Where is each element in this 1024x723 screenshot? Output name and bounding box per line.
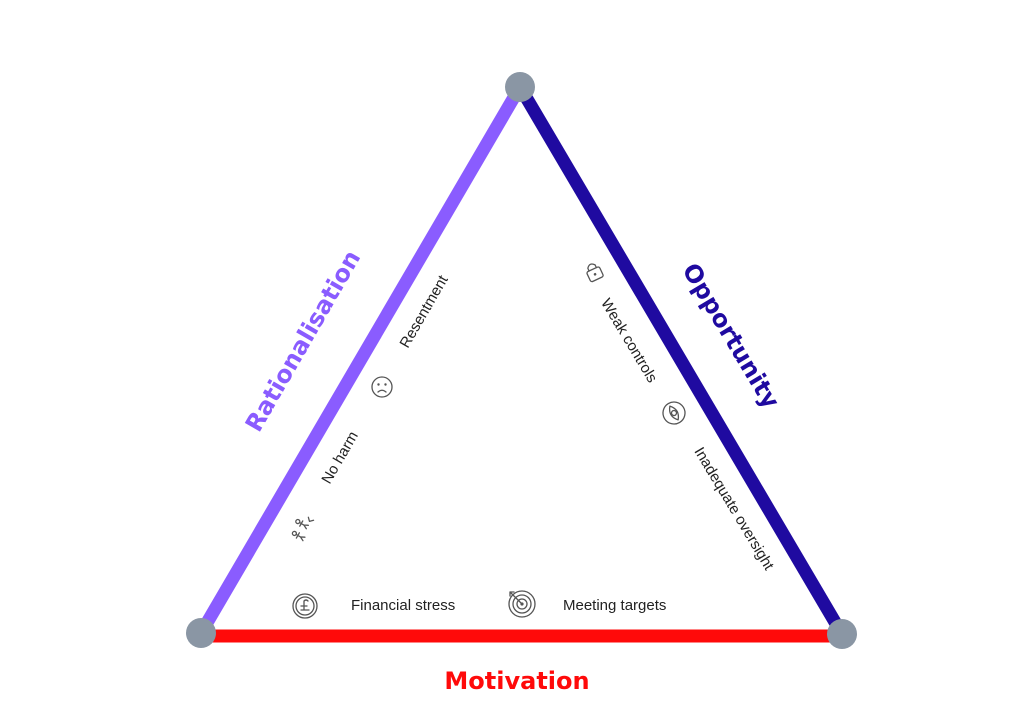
bottom-right-vertex-dot: [827, 619, 857, 649]
rationalisation-factor-label: No harm: [318, 429, 361, 487]
padlock-icon: [586, 263, 604, 283]
opportunity-side-line: [514, 83, 848, 638]
rationalisation-title: Rationalisation: [240, 246, 366, 437]
scattered-people-icon: [291, 516, 315, 542]
motivation-factor-label: Financial stress: [351, 597, 455, 614]
pound-coin-icon: [292, 593, 318, 619]
eye-icon: [662, 401, 686, 425]
bottom-left-vertex-dot: [186, 618, 216, 648]
top-vertex-dot: [505, 72, 535, 102]
rationalisation-side-line: [195, 83, 526, 637]
target-icon: [508, 590, 536, 618]
motivation-factor-label: Meeting targets: [563, 597, 666, 614]
motivation-title: Motivation: [444, 667, 589, 695]
frown-face-icon: [371, 376, 393, 398]
